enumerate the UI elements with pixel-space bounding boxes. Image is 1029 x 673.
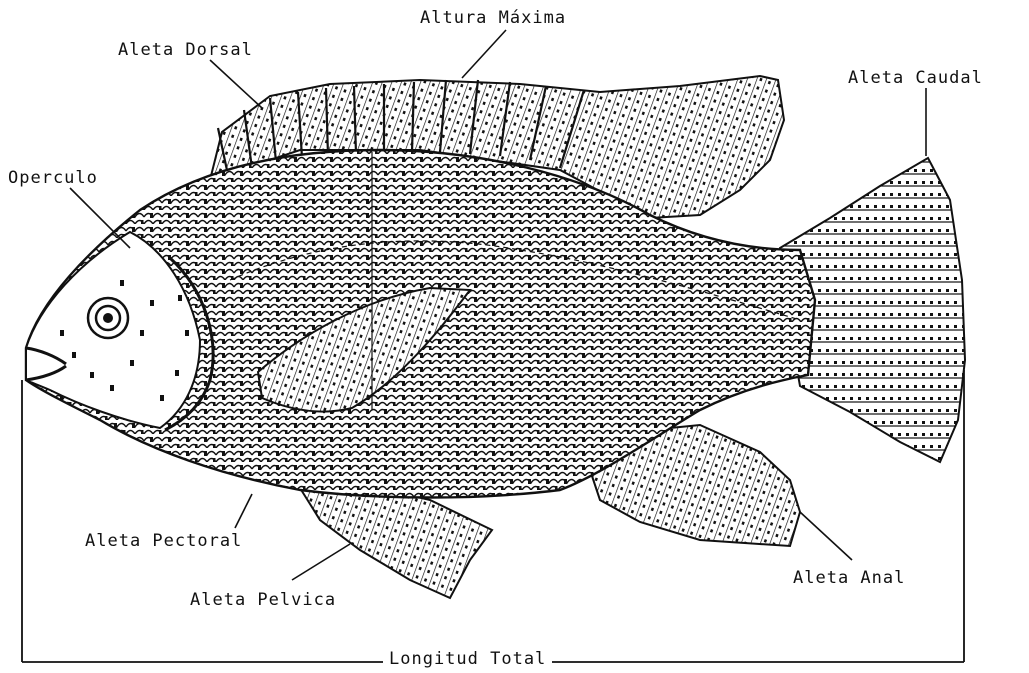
pelvic-fin: [300, 486, 492, 598]
label-operculo: Operculo: [8, 168, 98, 188]
label-altura-maxima: Altura Máxima: [420, 8, 566, 28]
label-aleta-pelvica: Aleta Pelvica: [190, 590, 336, 610]
label-aleta-caudal: Aleta Caudal: [848, 68, 983, 88]
label-longitud-total: Longitud Total: [383, 649, 552, 669]
label-aleta-pectoral: Aleta Pectoral: [85, 531, 242, 551]
eye: [88, 298, 128, 338]
label-aleta-anal: Aleta Anal: [793, 568, 905, 588]
label-aleta-dorsal: Aleta Dorsal: [118, 40, 253, 60]
